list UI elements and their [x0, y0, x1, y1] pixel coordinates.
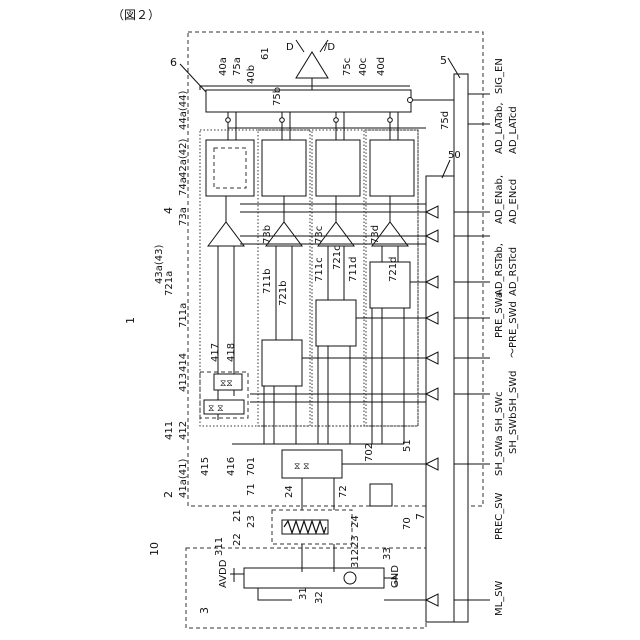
ref-51: 51	[402, 439, 413, 452]
ref-21: 21	[232, 509, 243, 522]
latch-44d	[370, 140, 414, 196]
ref-7: 7	[414, 513, 427, 520]
ref-40a: 40a	[218, 57, 229, 76]
ref-44a: 44a(44)	[178, 91, 189, 130]
ref-73a: 73a	[178, 207, 189, 226]
ref-412: 412	[178, 421, 189, 440]
signal-ad-encd: AD_ENcd	[508, 179, 519, 224]
ref-10: 10	[148, 542, 161, 556]
ref-2: 2	[162, 491, 175, 498]
ref-3: 3	[198, 607, 211, 614]
ref-721d: 721d	[388, 257, 399, 282]
ref-70: 70	[402, 517, 413, 530]
ref-40b: 40b	[246, 65, 257, 84]
ref-31: 31	[298, 587, 309, 600]
sample-hold-c	[316, 300, 356, 346]
ref-5: 5	[440, 54, 447, 67]
ref-416: 416	[226, 457, 237, 476]
ref-721c: 721c	[332, 245, 343, 270]
control-bus-50	[426, 176, 454, 622]
ref-75a: 75a	[232, 57, 243, 76]
ref-711d: 711d	[348, 257, 359, 282]
ref-418: 418	[226, 343, 237, 362]
ref-40d: 40d	[376, 57, 387, 76]
ref-23-b: 23	[350, 535, 361, 548]
ref-312: 312	[350, 549, 361, 568]
svg-text:⧖ ⧖: ⧖ ⧖	[294, 462, 310, 472]
signal-gnd: GND	[390, 565, 401, 588]
ref-4: 4	[162, 207, 175, 214]
ref-73b: 73b	[262, 225, 273, 244]
ref-23: 23	[246, 515, 257, 528]
svg-text:⧖⧖: ⧖⧖	[220, 379, 233, 389]
signal-pre-swd: ～PRE_SWd	[508, 301, 519, 358]
signal-ad-rstcd: AD_RSTcd	[508, 247, 519, 296]
ref-41a: 41a(41)	[178, 459, 189, 498]
ref-42a: 42a(42)	[178, 139, 189, 178]
ref-61: 61	[260, 47, 271, 60]
signal-ad-latcd: AD_LATcd	[508, 106, 519, 154]
ref-74a: 74a	[178, 177, 189, 196]
output-buffer-61	[296, 52, 328, 78]
comparator-43a	[208, 222, 244, 246]
block-7	[370, 484, 392, 506]
output-line-d	[296, 40, 304, 52]
ref-721b: 721b	[278, 281, 289, 306]
ref-417: 417	[210, 343, 221, 362]
ref-711c: 711c	[314, 257, 325, 282]
signal-sh-swa: SH_SWa	[494, 435, 505, 476]
ref-721a: 721a	[164, 271, 175, 296]
signal-sig-en: SIG_EN	[494, 58, 505, 94]
signal-pre-swa: PRE_SWa	[494, 292, 505, 338]
ref-75d: 75d	[440, 111, 451, 130]
ref-50: 50	[448, 150, 461, 161]
signal-ml-sw: ML_SW	[494, 580, 505, 616]
signal-prec-sw: PREC_SW	[494, 492, 505, 540]
ref-73d: 73d	[370, 225, 381, 244]
ref-414: 414	[178, 353, 189, 372]
latch-44b	[262, 140, 306, 196]
latch-44c	[316, 140, 360, 196]
signal-sh-swc: SH_SWc	[494, 391, 505, 432]
svg-text:⧖ ⧖: ⧖ ⧖	[208, 404, 224, 414]
ref-311: 311	[214, 537, 225, 556]
output-bus-6	[206, 90, 411, 112]
signal-sh-swd: SH_SWd	[508, 371, 519, 412]
ref-6: 6	[170, 56, 177, 69]
ref-1: 1	[124, 317, 137, 324]
ref-415: 415	[200, 457, 211, 476]
ref-711a: 711a	[178, 303, 189, 328]
ref-413: 413	[178, 373, 189, 392]
signal-ad-latab: AD_LATab,	[494, 102, 505, 154]
ref-711b: 711b	[262, 269, 273, 294]
signal-sh-swb: SH_SWb	[508, 413, 519, 454]
ref-33: 33	[382, 547, 393, 560]
ref-75b: 75b	[272, 87, 283, 106]
sample-hold-b	[262, 340, 302, 386]
signal-ad-rstab: AD_RSTab,	[494, 243, 505, 296]
ref-411: 411	[164, 421, 175, 440]
signal-avdd: AVDD	[218, 559, 229, 588]
current-source-32	[344, 572, 356, 584]
signal-d-bar: /D	[324, 42, 335, 53]
ref-22: 22	[232, 533, 243, 546]
ref-32: 32	[314, 591, 325, 604]
ref-75c: 75c	[342, 58, 353, 76]
ref-24-b: 24	[350, 515, 361, 528]
ref-73c: 73c	[314, 226, 325, 244]
signal-d: D	[286, 42, 294, 53]
ref-701: 701	[246, 457, 257, 476]
precharge-switch-70	[282, 450, 342, 478]
ref-71: 71	[246, 483, 257, 496]
ref-702: 702	[364, 443, 375, 462]
ref-72: 72	[338, 485, 349, 498]
signal-ad-enab: AD_ENab,	[494, 175, 505, 224]
ref-24: 24	[284, 485, 295, 498]
ref-40c: 40c	[358, 58, 369, 76]
